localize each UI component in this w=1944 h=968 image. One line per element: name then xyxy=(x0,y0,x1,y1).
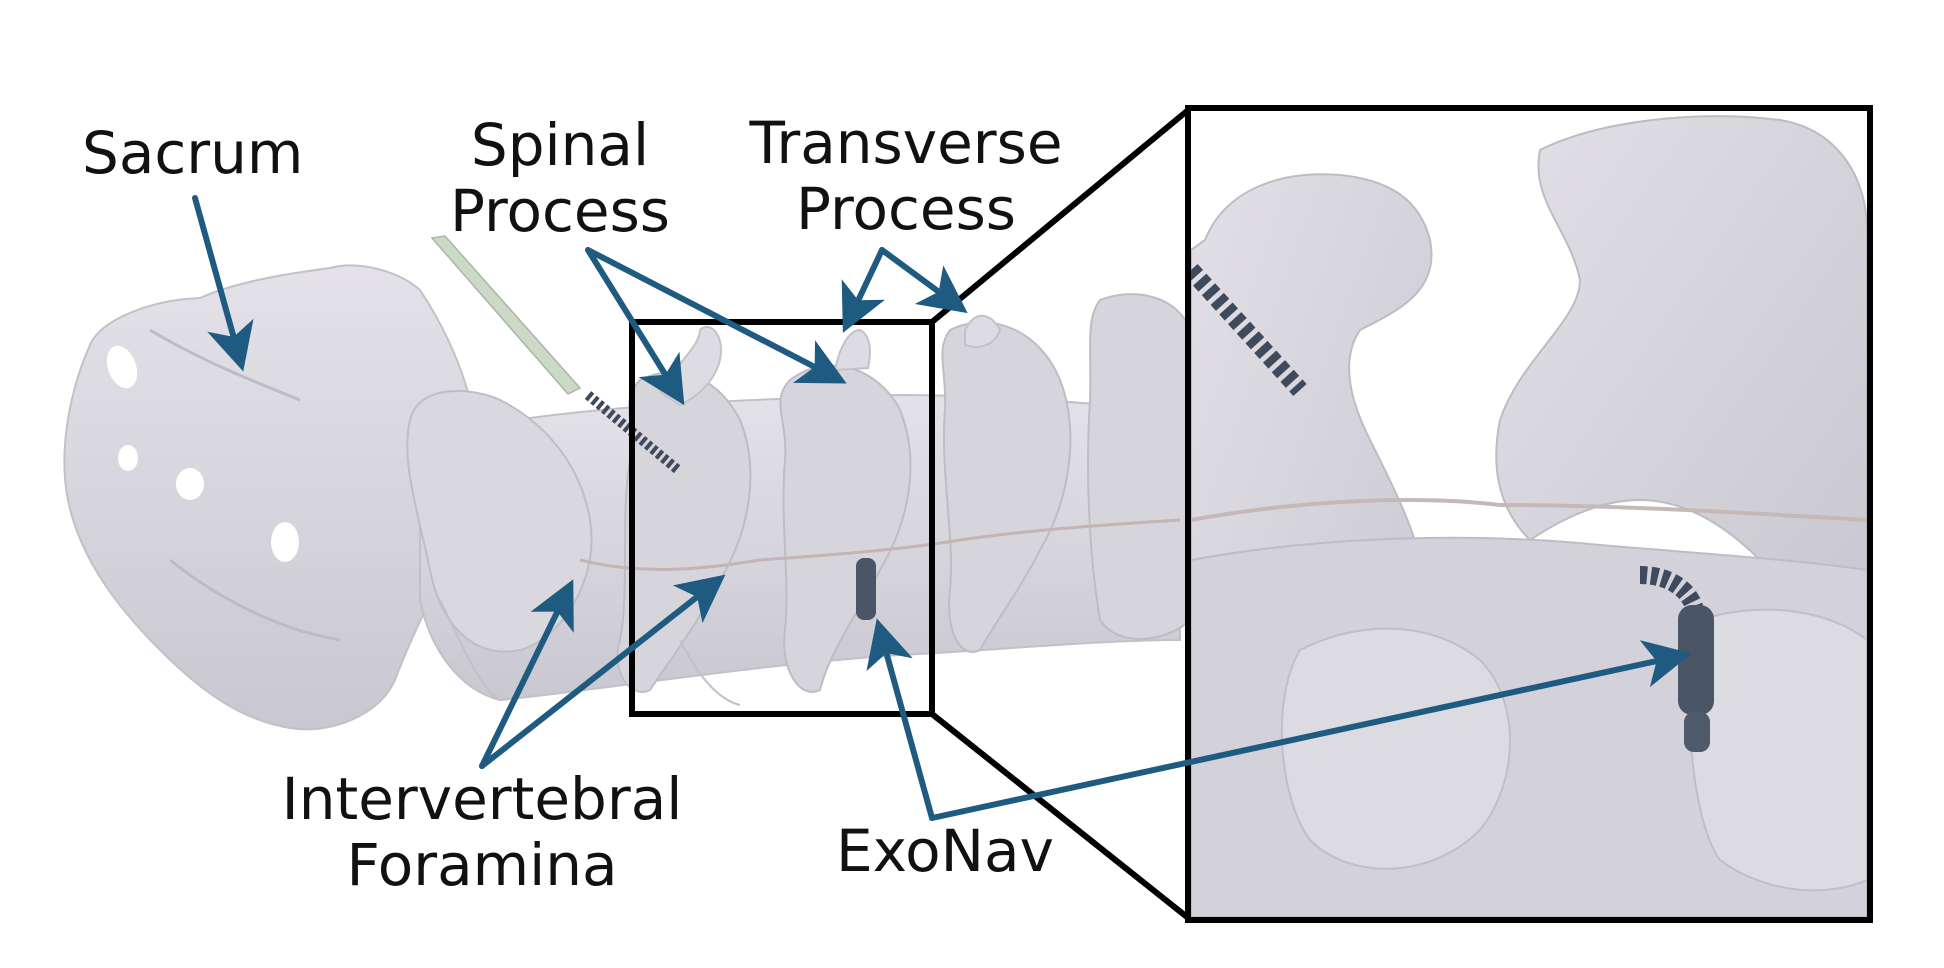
arrow-exonav-zoom xyxy=(929,640,1692,821)
zoom-connector-top xyxy=(930,108,1189,325)
lumbar-vertebrae xyxy=(406,293,1191,706)
zoom-view xyxy=(1191,111,1867,917)
arrow-spinal-process-2 xyxy=(585,247,847,384)
label-exonav: ExoNav xyxy=(836,817,1054,885)
label-intervertebral-foramina: Intervertebral Foramina xyxy=(272,766,692,898)
label-transverse-process-line2: Process xyxy=(795,175,1017,243)
label-spinal-process: Spinal Process xyxy=(445,112,675,244)
label-spinal-process-line1: Spinal xyxy=(470,111,650,179)
label-spinal-process-line2: Process xyxy=(449,177,671,245)
arrow-transverse-process-1 xyxy=(841,247,886,333)
arrow-foramina-2 xyxy=(479,574,726,769)
label-sacrum: Sacrum xyxy=(82,119,304,187)
label-foramina-line1: Intervertebral xyxy=(281,765,683,833)
arrow-foramina-1 xyxy=(479,579,574,769)
arrow-transverse-process-2 xyxy=(879,247,968,314)
sacrum xyxy=(63,264,475,731)
zoom-panel-frame xyxy=(1185,105,1873,923)
zoom-connector-bottom xyxy=(930,711,1189,920)
exonav-device-small xyxy=(856,558,876,620)
exonav-device-zoom xyxy=(1678,605,1714,715)
arrow-sacrum xyxy=(192,195,254,372)
arrow-exonav-small xyxy=(866,618,935,821)
zoom-region-box xyxy=(629,319,935,717)
label-transverse-process: Transverse Process xyxy=(742,110,1070,242)
arrow-spinal-process-1 xyxy=(585,247,685,406)
label-foramina-line2: Foramina xyxy=(346,831,618,899)
label-transverse-process-line1: Transverse xyxy=(749,109,1063,177)
